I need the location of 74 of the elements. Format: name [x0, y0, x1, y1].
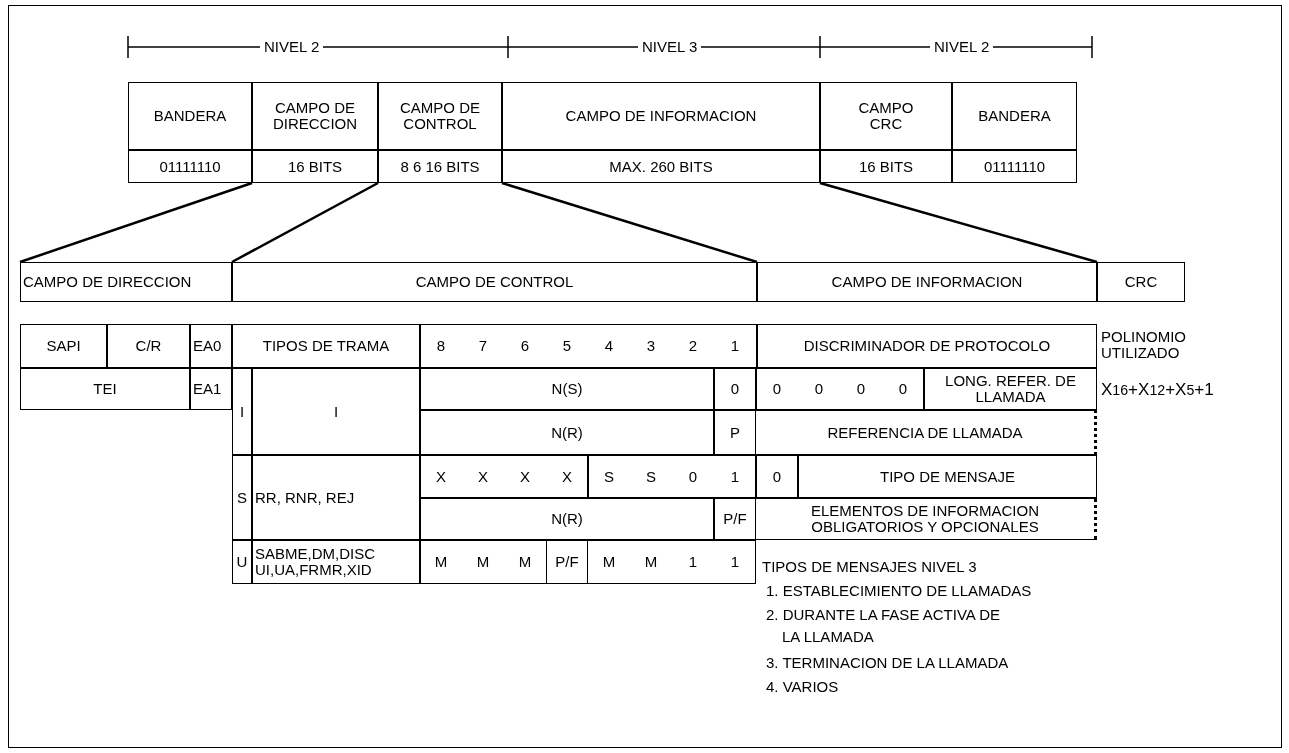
list-item: 3. TERMINACION DE LA LLAMADA [765, 653, 1010, 673]
bit-value: 0 [897, 379, 909, 400]
bit-number: 3 [645, 336, 657, 357]
field-name: CAMPO DE CONTROL [378, 82, 502, 150]
list-item: 1. ESTABLECIMIENTO DE LLAMADAS [765, 581, 1033, 601]
field-size: 8 6 16 BITS [378, 150, 502, 183]
field-name: TEI [20, 368, 190, 410]
field-name: BANDERA [952, 82, 1077, 150]
bit-value: 0 [756, 455, 798, 498]
field-name: CAMPO DE INFORMACION [757, 262, 1097, 302]
frame-type-name: RR, RNR, REJ [252, 455, 420, 540]
field-name: N(R) [420, 410, 714, 455]
bit-value: X [477, 466, 489, 487]
field-name: CAMPO DE DIRECCION [20, 262, 232, 302]
frame-type-name: I [252, 368, 420, 455]
field-size: 01111110 [952, 150, 1077, 183]
field-name: REFERENCIA DE LLAMADA [756, 410, 1097, 455]
bit-number: 4 [603, 336, 615, 357]
field-name: DISCRIMINADOR DE PROTOCOLO [757, 324, 1097, 368]
bit-value: P/F [546, 540, 588, 584]
field-name: TIPO DE MENSAJE [798, 455, 1097, 498]
frame-type-letter: S [232, 455, 252, 540]
bit-value: X [519, 466, 531, 487]
bit-value: 0 [813, 379, 825, 400]
bit-number: 2 [687, 336, 699, 357]
column-heading: TIPOS DE TRAMA [232, 324, 420, 368]
bit-number: 7 [477, 336, 489, 357]
bit-number: 6 [519, 336, 531, 357]
list-item: 2. DURANTE LA FASE ACTIVA DE LA LLAMADA [765, 605, 1001, 647]
bit-value: S [603, 466, 615, 487]
bit-value: P/F [714, 498, 756, 540]
bit-value: 0 [687, 466, 699, 487]
bit-value: 0 [771, 379, 783, 400]
bit-value: S [645, 466, 657, 487]
bit-value: M [643, 552, 659, 573]
field-name: N(S) [420, 368, 714, 410]
field-name: BANDERA [128, 82, 252, 150]
field-size: MAX. 260 BITS [502, 150, 820, 183]
bit-value: 1 [687, 552, 699, 573]
list-heading: TIPOS DE MENSAJES NIVEL 3 [761, 557, 978, 577]
bit-number: 5 [561, 336, 573, 357]
bit-value: 0 [855, 379, 867, 400]
bit-value: P [714, 410, 756, 455]
bit-value: 1 [729, 466, 741, 487]
field-name: EA1 [190, 368, 232, 410]
field-name: CAMPO DE DIRECCION [252, 82, 378, 150]
bit-value: M [433, 552, 449, 573]
note-text: POLINOMIO UTILIZADO [1100, 327, 1187, 363]
field-size: 01111110 [128, 150, 252, 183]
field-size: 16 BITS [252, 150, 378, 183]
field-name: C/R [107, 324, 190, 368]
field-name: CAMPO DE INFORMACION [502, 82, 820, 150]
field-name: CAMPO CRC [820, 82, 952, 150]
field-name: CAMPO DE CONTROL [232, 262, 757, 302]
bit-value: M [517, 552, 533, 573]
bit-value: 1 [729, 552, 741, 573]
field-name: N(R) [420, 498, 714, 540]
field-name: CRC [1097, 262, 1185, 302]
field-name: LONG. REFER. DE LLAMADA [924, 368, 1097, 410]
field-name: SAPI [20, 324, 107, 368]
frame-type-letter: U [232, 540, 252, 584]
field-size: 16 BITS [820, 150, 952, 183]
bit-number: 1 [729, 336, 741, 357]
frame-type-letter: I [232, 368, 252, 455]
bit-value: X [435, 466, 447, 487]
bit-value: X [561, 466, 573, 487]
field-name: EA0 [190, 324, 232, 368]
field-name: ELEMENTOS DE INFORMACION OBLIGATORIOS Y OPCIONALES [756, 498, 1097, 540]
bit-value: M [601, 552, 617, 573]
bit-value: 0 [714, 368, 756, 410]
bit-number: 8 [435, 336, 447, 357]
frame-type-name: SABME,DM,DISC UI,UA,FRMR,XID [252, 540, 420, 584]
list-item: 4. VARIOS [765, 677, 840, 697]
bit-value: M [475, 552, 491, 573]
